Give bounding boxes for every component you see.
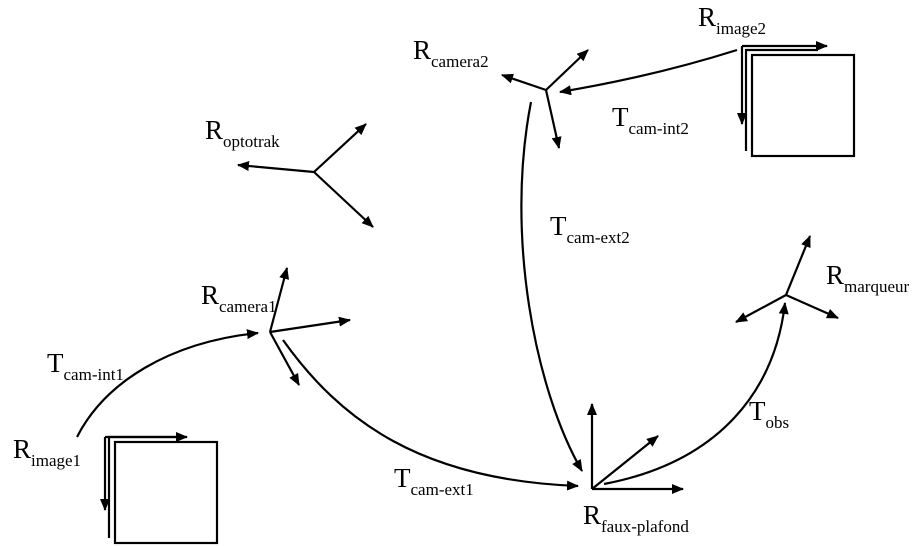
- image2-plane-edge: [744, 48, 818, 151]
- faux-plafond-frame-axes: [587, 403, 684, 494]
- optotrak-frame-label: Roptotrak: [205, 115, 280, 151]
- marqueur-frame-label: Rmarqueur: [826, 260, 909, 296]
- marqueur-frame-axes: [735, 235, 839, 323]
- faux-plafond-frame-label: Rfaux-plafond: [583, 500, 689, 536]
- image1-plane-edge: [107, 435, 183, 538]
- transform-obs-arrow: [603, 302, 789, 486]
- image2-frame: [737, 41, 856, 158]
- transform-cam-ext1-arrow: [282, 339, 579, 491]
- transform-cam-ext2-arrow: [520, 101, 583, 472]
- camera1-frame-axes: [268, 267, 351, 386]
- cam-int1-transform-label: Tcam-int1: [47, 348, 124, 384]
- camera2-frame-axes: [501, 49, 589, 149]
- image2-plane: [750, 53, 856, 158]
- transform-cam-int1-arrow: [76, 329, 259, 438]
- camera2-frame-label: Rcamera2: [413, 35, 489, 71]
- cam-int2-transform-label: Tcam-int2: [612, 102, 689, 138]
- image1-frame: [100, 432, 219, 545]
- image2-frame-label: Rimage2: [698, 2, 766, 38]
- obs-transform-label: Tobs: [749, 396, 789, 432]
- cam-ext2-transform-label: Tcam-ext2: [550, 211, 630, 247]
- image1-plane: [113, 440, 219, 545]
- cam-ext1-transform-label: Tcam-ext1: [394, 463, 474, 499]
- image1-frame-label: Rimage1: [13, 434, 81, 470]
- optotrak-frame-axes: [237, 123, 374, 228]
- camera1-frame-label: Rcamera1: [201, 280, 277, 316]
- transform-cam-int2-arrow: [559, 48, 738, 96]
